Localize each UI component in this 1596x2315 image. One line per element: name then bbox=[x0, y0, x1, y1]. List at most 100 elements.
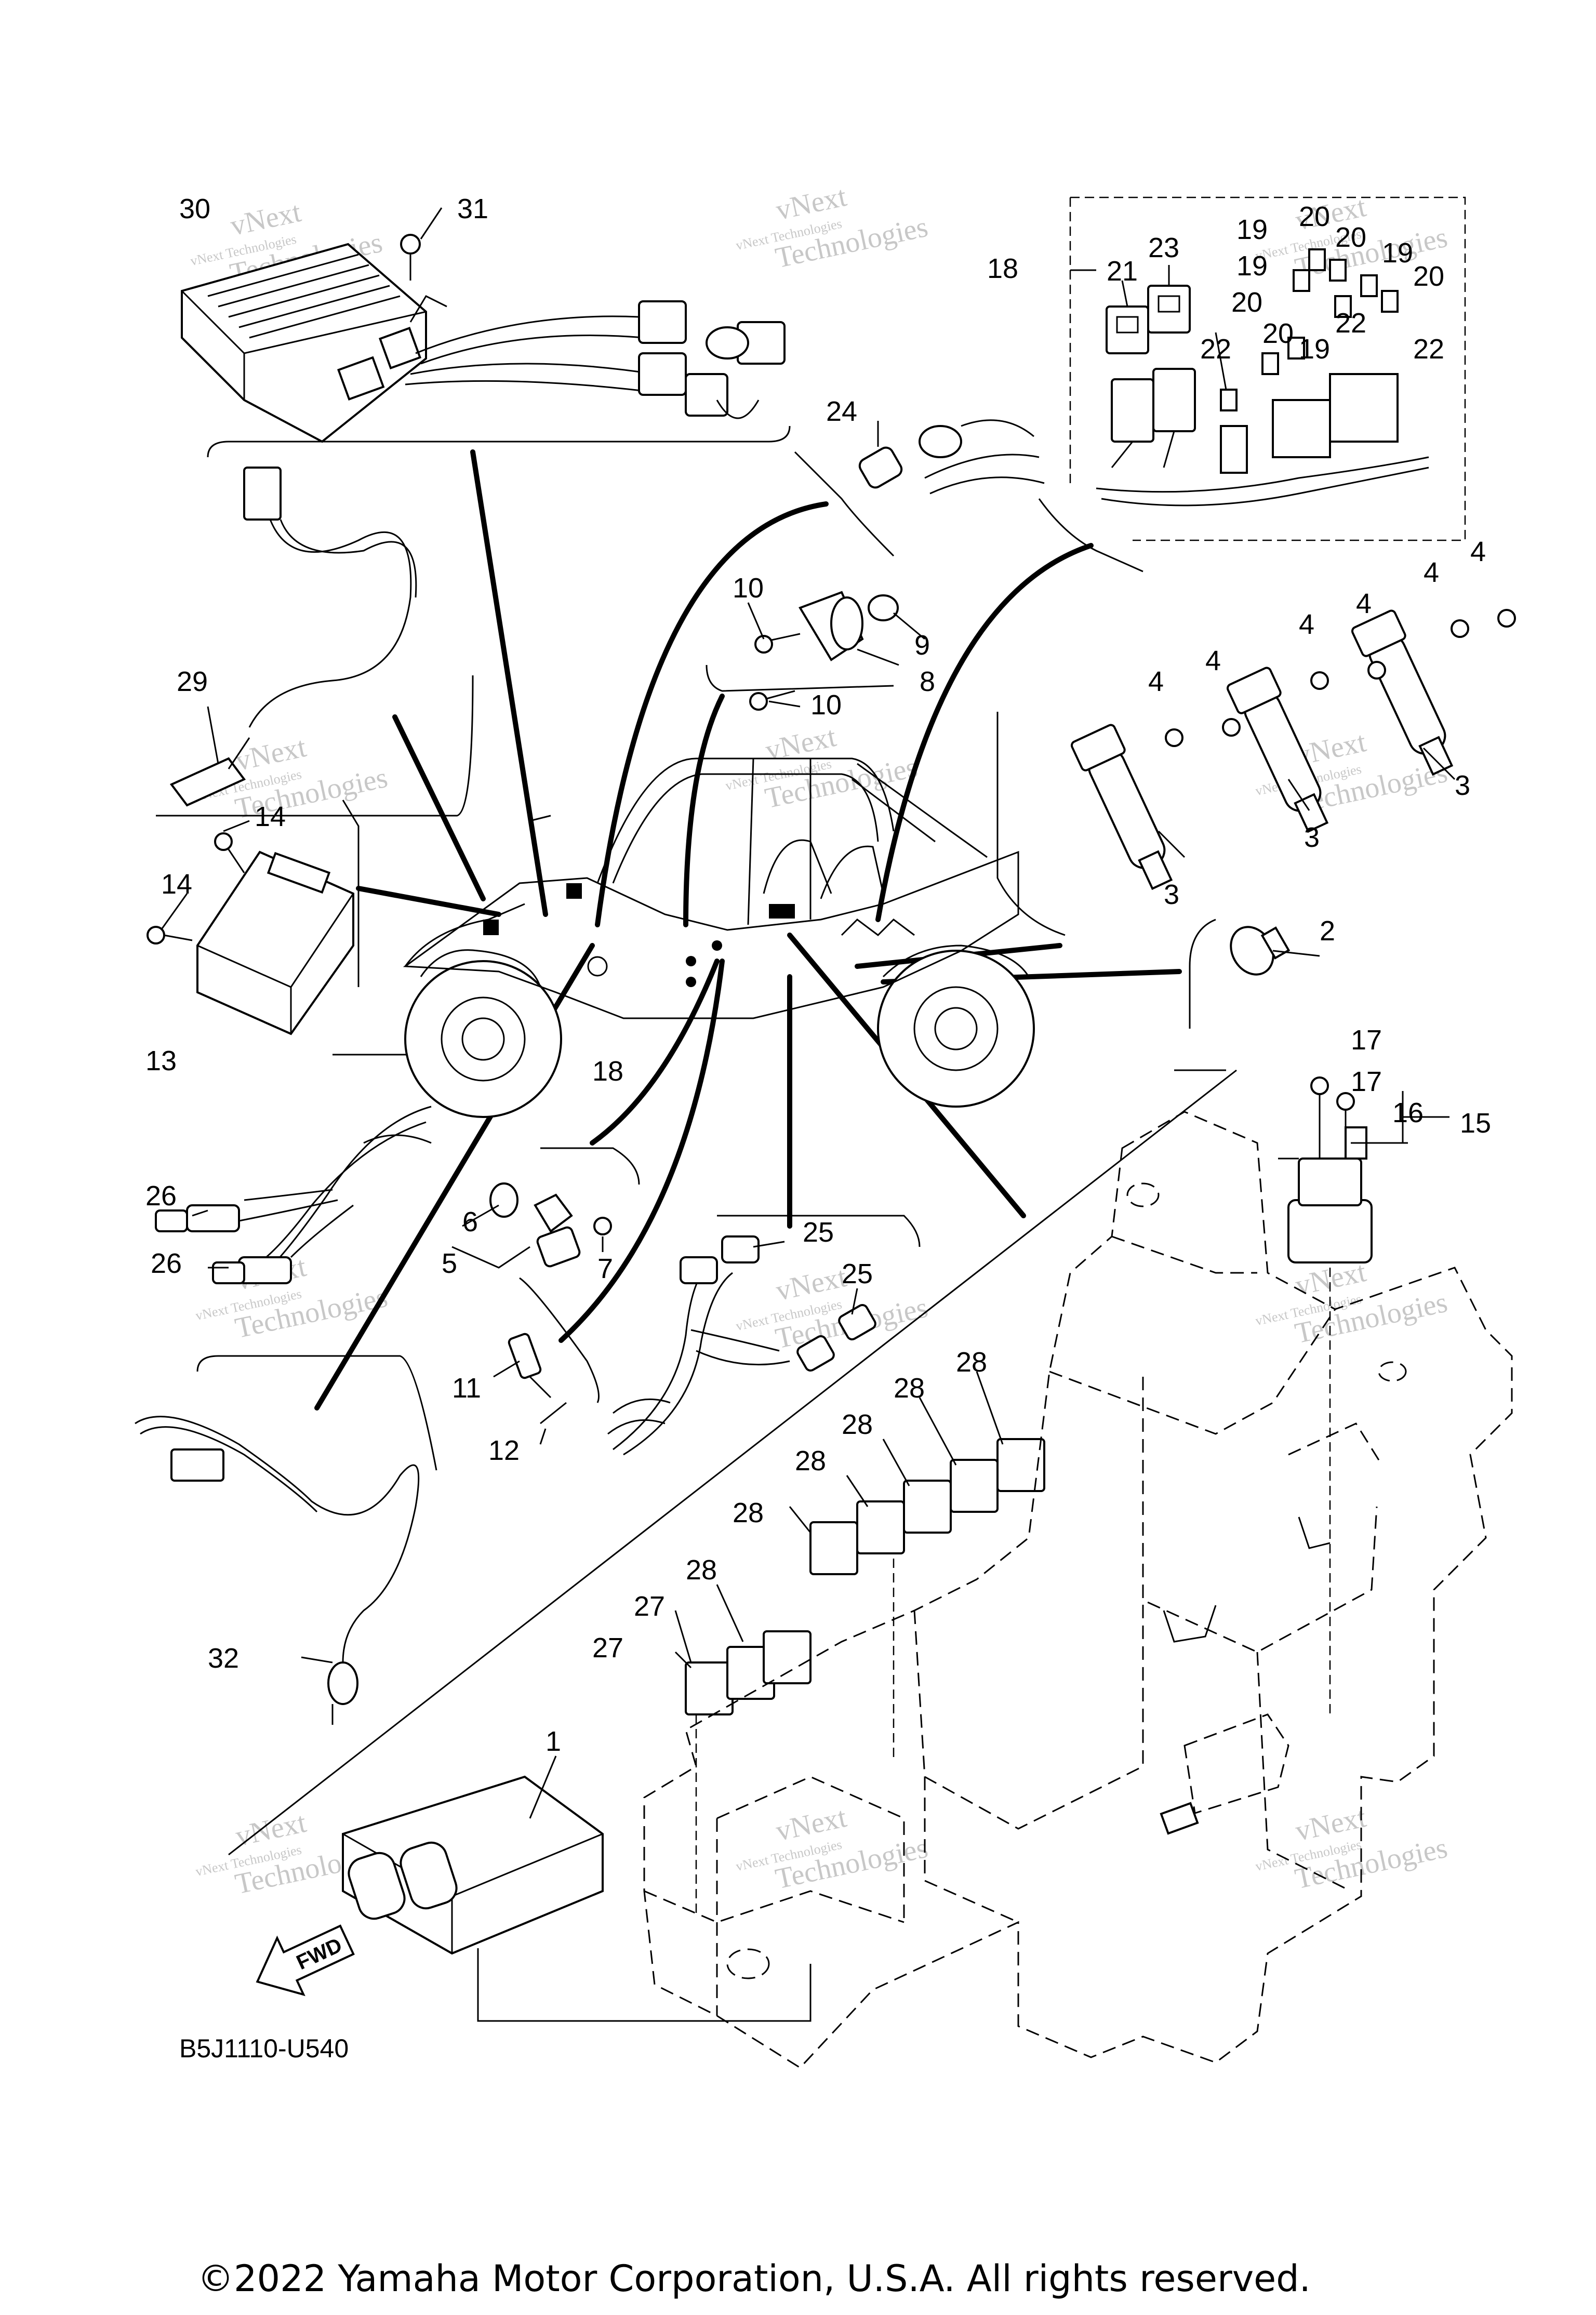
callout-9: 9 bbox=[914, 630, 930, 661]
roll-cage bbox=[857, 763, 988, 858]
bolt-10 bbox=[754, 635, 773, 654]
callout-22: 22 bbox=[1335, 308, 1366, 339]
callout-27: 27 bbox=[634, 1591, 665, 1622]
bracket-32 bbox=[196, 1355, 437, 1471]
front-wheel-hub bbox=[441, 996, 526, 1082]
callout-13: 13 bbox=[145, 1045, 177, 1076]
watermarks: vNext vNext Technologies Technologies vN… bbox=[189, 180, 1451, 1900]
relay-box-outline bbox=[1070, 196, 1466, 541]
callout-21: 21 bbox=[1107, 256, 1138, 287]
vehicle-marker bbox=[483, 920, 499, 935]
frame-illustration bbox=[643, 1111, 1513, 2069]
bracket-3 bbox=[996, 712, 1066, 936]
callout-20: 20 bbox=[1413, 261, 1444, 292]
callout-12: 12 bbox=[488, 1435, 520, 1466]
part-26-harness bbox=[155, 1106, 432, 1284]
front-wheel-hub bbox=[461, 1017, 505, 1061]
vehicle-marker bbox=[566, 883, 582, 899]
part-8-sensor bbox=[749, 591, 899, 711]
part-25-harness bbox=[607, 1235, 876, 1456]
diagram-code: B5J1110-U540 bbox=[179, 2034, 349, 2063]
callout-20: 20 bbox=[1335, 222, 1366, 253]
callout-leaders bbox=[160, 207, 1456, 1819]
leader-8 bbox=[683, 694, 725, 927]
leader-29 bbox=[392, 714, 486, 901]
callout-5: 5 bbox=[442, 1248, 457, 1279]
rear-wheel bbox=[877, 950, 1035, 1108]
vehicle-body bbox=[403, 850, 1019, 1019]
callout-32: 32 bbox=[208, 1643, 239, 1674]
callout-29: 29 bbox=[177, 666, 208, 697]
bracket-29 bbox=[156, 675, 474, 817]
vehicle-illustration bbox=[403, 757, 1035, 1118]
vehicle-marker bbox=[769, 904, 795, 919]
callout-15: 15 bbox=[1460, 1108, 1491, 1139]
screw-4 bbox=[1222, 718, 1241, 737]
part-2-sensor bbox=[1230, 926, 1291, 976]
leader-30 bbox=[470, 449, 548, 917]
group-brackets bbox=[156, 196, 1466, 2022]
screw-4 bbox=[1497, 609, 1516, 628]
callout-2: 2 bbox=[1320, 915, 1335, 947]
callout-26: 26 bbox=[151, 1248, 182, 1279]
callout-26: 26 bbox=[145, 1180, 177, 1212]
leader-5 bbox=[590, 959, 720, 1146]
vehicle-body bbox=[882, 944, 1030, 978]
bracket-11 bbox=[519, 1277, 600, 1403]
part-29-sensor bbox=[169, 467, 417, 807]
callout-4: 4 bbox=[1424, 557, 1439, 588]
callout-4: 4 bbox=[1148, 666, 1164, 697]
callout-19: 19 bbox=[1236, 250, 1268, 282]
vehicle-seat bbox=[763, 839, 832, 894]
front-wheel bbox=[404, 960, 562, 1118]
callout-20: 20 bbox=[1299, 201, 1330, 232]
roll-cage bbox=[612, 773, 879, 884]
bracket-1 bbox=[477, 1948, 812, 2022]
bracket-8 bbox=[706, 664, 894, 692]
callout-17: 17 bbox=[1351, 1066, 1382, 1097]
vehicle-body bbox=[420, 949, 541, 988]
callout-28: 28 bbox=[842, 1409, 873, 1440]
leader-24 bbox=[595, 501, 829, 927]
bracket-frame bbox=[228, 1069, 1237, 1856]
roll-cage bbox=[596, 757, 895, 884]
bracket-24 bbox=[794, 451, 895, 557]
bracket-25 bbox=[717, 1215, 921, 1247]
part-1-ecu bbox=[342, 1775, 604, 1955]
bolt-17 bbox=[1310, 1076, 1329, 1095]
callout-25: 25 bbox=[803, 1217, 834, 1248]
callout-30: 30 bbox=[179, 193, 210, 224]
callout-4: 4 bbox=[1470, 536, 1486, 567]
callout-19: 19 bbox=[1299, 334, 1330, 365]
part-24-connector bbox=[858, 419, 1045, 495]
callout-3: 3 bbox=[1455, 770, 1470, 801]
callout-7: 7 bbox=[597, 1253, 613, 1284]
callout-14: 14 bbox=[161, 869, 192, 900]
callout-16: 16 bbox=[1392, 1097, 1424, 1128]
vehicle-marker bbox=[587, 956, 608, 977]
callout-24: 24 bbox=[826, 396, 857, 427]
callout-22: 22 bbox=[1200, 334, 1231, 365]
vehicle-seat bbox=[820, 845, 884, 899]
screw-4 bbox=[1367, 661, 1386, 680]
leader-18 bbox=[875, 543, 1094, 922]
callout-17: 17 bbox=[1351, 1025, 1382, 1056]
vehicle-marker bbox=[686, 977, 696, 987]
part-12-pin bbox=[540, 1402, 567, 1425]
callout-10: 10 bbox=[810, 689, 842, 721]
vehicle-marker bbox=[686, 956, 696, 966]
callout-31: 31 bbox=[457, 193, 488, 224]
callout-19: 19 bbox=[1382, 237, 1413, 269]
callout-3: 3 bbox=[1304, 822, 1320, 853]
bolt-14 bbox=[214, 832, 233, 851]
bracket-30 bbox=[207, 425, 791, 458]
part-3-injectors bbox=[1070, 609, 1516, 890]
roll-cage bbox=[747, 758, 754, 925]
callout-20: 20 bbox=[1231, 287, 1262, 318]
vehicle-engine bbox=[841, 919, 915, 936]
bracket-2 bbox=[1189, 919, 1216, 1029]
callout-28: 28 bbox=[795, 1445, 826, 1476]
part-18-relay-box bbox=[1096, 248, 1429, 507]
callout-27: 27 bbox=[592, 1632, 623, 1664]
